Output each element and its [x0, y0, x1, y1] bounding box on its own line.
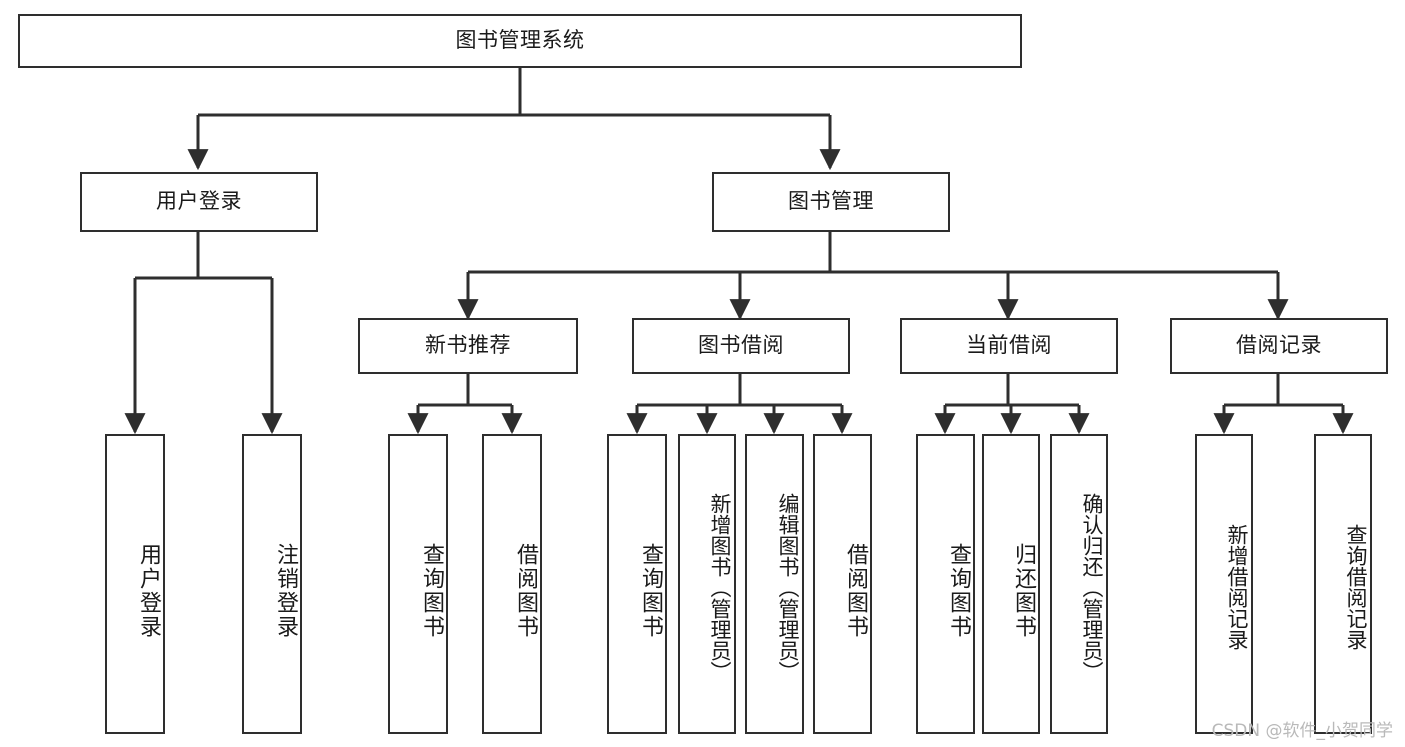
node-book-manage[interactable]: 图书管理: [712, 172, 950, 232]
leaf-book-borrow-edit[interactable]: 编辑图书（管理员）: [745, 434, 804, 734]
leaf-book-borrow-add[interactable]: 新增图书（管理员）: [678, 434, 736, 734]
leaf-current-borrow-query[interactable]: 查询图书: [916, 434, 975, 734]
leaf-new-book-rec-borrow[interactable]: 借阅图书: [482, 434, 542, 734]
leaf-new-book-rec-query[interactable]: 查询图书: [388, 434, 448, 734]
node-borrow-record[interactable]: 借阅记录: [1170, 318, 1388, 374]
node-new-book-rec[interactable]: 新书推荐: [358, 318, 578, 374]
node-user-login[interactable]: 用户登录: [80, 172, 318, 232]
node-book-borrow[interactable]: 图书借阅: [632, 318, 850, 374]
leaf-borrow-record-add[interactable]: 新增借阅记录: [1195, 434, 1253, 734]
leaf-book-borrow-query[interactable]: 查询图书: [607, 434, 667, 734]
leaf-current-borrow-confirm[interactable]: 确认归还（管理员）: [1050, 434, 1108, 734]
leaf-book-borrow-borrow[interactable]: 借阅图书: [813, 434, 872, 734]
node-root[interactable]: 图书管理系统: [18, 14, 1022, 68]
node-current-borrow[interactable]: 当前借阅: [900, 318, 1118, 374]
leaf-user-login-login[interactable]: 用户登录: [105, 434, 165, 734]
csdn-watermark: CSDN @软件_小贺同学: [1211, 721, 1393, 741]
leaf-current-borrow-return[interactable]: 归还图书: [982, 434, 1040, 734]
leaf-borrow-record-query[interactable]: 查询借阅记录: [1314, 434, 1372, 734]
leaf-user-login-logout[interactable]: 注销登录: [242, 434, 302, 734]
